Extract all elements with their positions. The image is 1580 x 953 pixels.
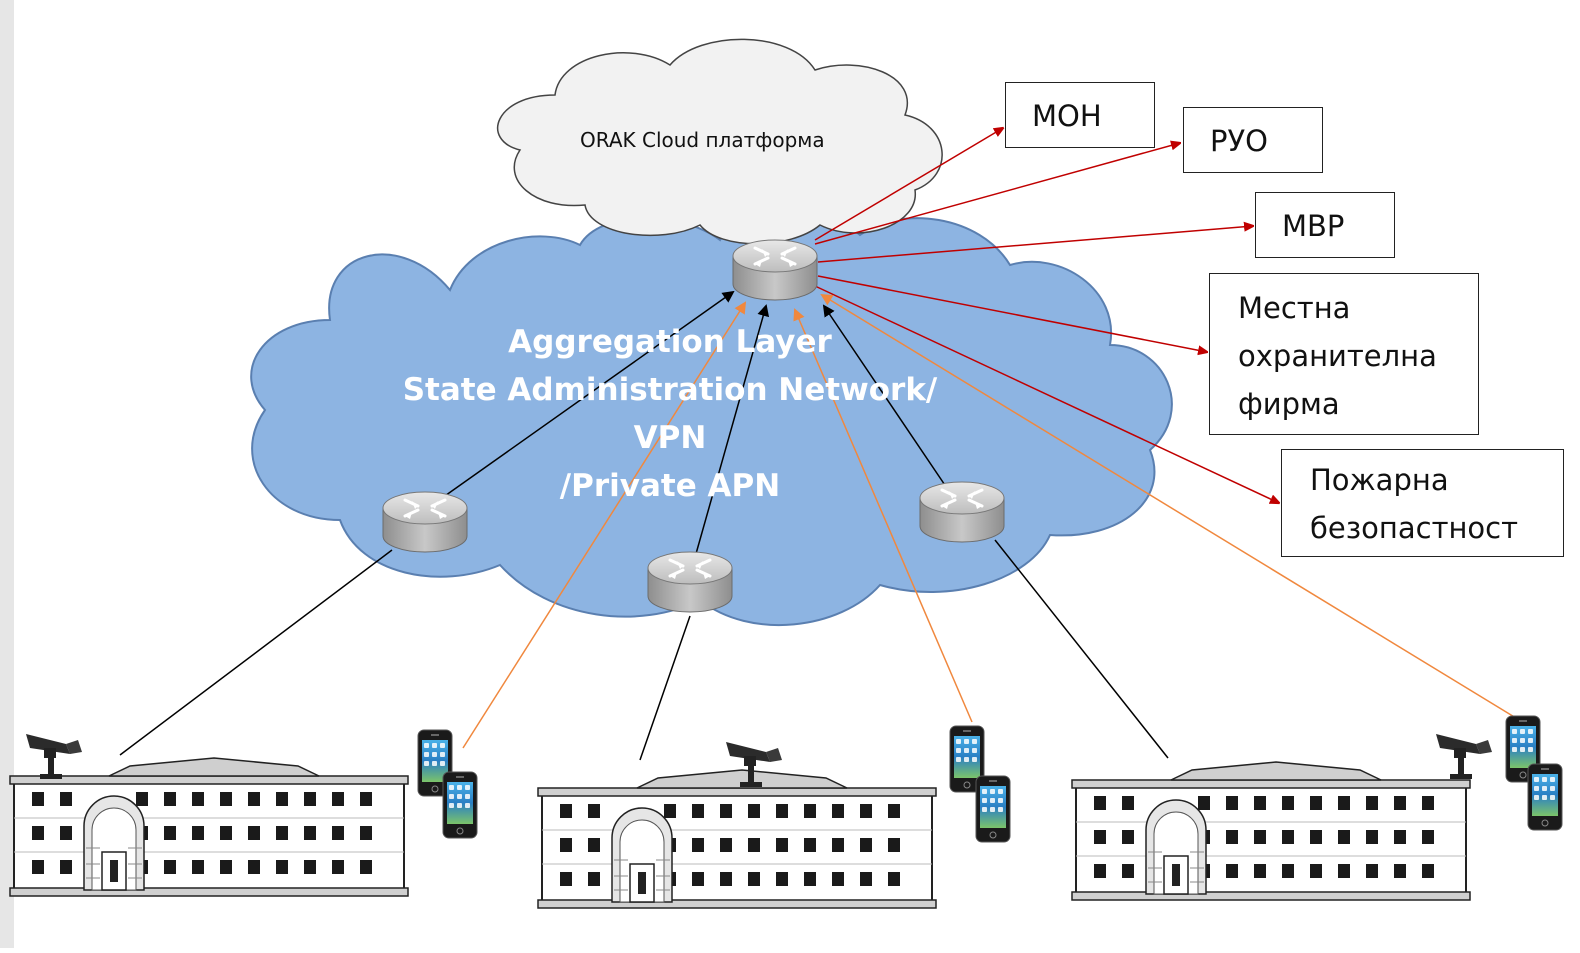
target-box-mon: МОН	[1005, 82, 1155, 148]
link-building-mid	[639, 615, 691, 761]
smartphone-icon	[442, 771, 478, 839]
target-label-security-1: Местна	[1238, 291, 1351, 325]
arrow-to-mon	[814, 128, 1003, 241]
camera-icon	[26, 734, 82, 779]
target-label-security-3: фирма	[1238, 387, 1340, 421]
link-router-mid	[689, 304, 770, 576]
orak-cloud	[496, 38, 943, 245]
target-box-mvr: МВР	[1255, 192, 1395, 258]
target-box-security: Местна охранителна фирма	[1209, 273, 1479, 435]
aggregation-line-3: VPN	[633, 420, 707, 456]
link-router-right	[822, 304, 956, 501]
target-label-fire-1: Пожарна	[1310, 463, 1449, 497]
link-building-left	[119, 549, 393, 756]
building-icon	[9, 757, 409, 897]
smartphone-icon	[975, 775, 1011, 843]
target-label-ruo: РУО	[1210, 124, 1268, 158]
link-phones-mid	[793, 308, 973, 723]
target-box-fire: Пожарна безопастност	[1281, 449, 1564, 557]
orak-cloud-label: ORAK Cloud платформа	[580, 128, 825, 152]
target-label-mvr: МВР	[1282, 209, 1345, 243]
aggregation-line-1: Aggregation Layer	[508, 324, 832, 360]
red-arrows	[814, 128, 1279, 503]
target-label-security-2: охранителна	[1238, 339, 1437, 373]
orange-links	[462, 293, 1517, 749]
target-box-ruo: РУО	[1183, 107, 1323, 173]
arrow-to-mvr	[817, 226, 1253, 263]
black-links	[119, 290, 1169, 761]
arrow-to-security	[817, 275, 1207, 352]
arrow-to-ruo	[814, 143, 1180, 245]
link-router-left	[424, 290, 735, 511]
left-border-strip	[0, 0, 14, 948]
arrow-to-fire	[814, 285, 1279, 503]
aggregation-label: Aggregation Layer State Administration N…	[360, 318, 980, 510]
router-icon	[731, 238, 819, 302]
router-icon	[646, 550, 734, 614]
building-icon	[537, 769, 937, 909]
link-phones-right	[820, 293, 1517, 719]
target-label-mon: МОН	[1032, 99, 1102, 133]
link-phones-left	[462, 301, 747, 749]
target-label-fire-2: безопастност	[1310, 511, 1518, 545]
aggregation-line-4: /Private APN	[559, 468, 781, 504]
smartphone-icon	[1527, 763, 1563, 831]
link-building-right	[994, 539, 1169, 759]
building-icon	[1071, 761, 1471, 901]
camera-icon	[1436, 734, 1492, 779]
aggregation-line-2: State Administration Network/	[402, 372, 938, 408]
